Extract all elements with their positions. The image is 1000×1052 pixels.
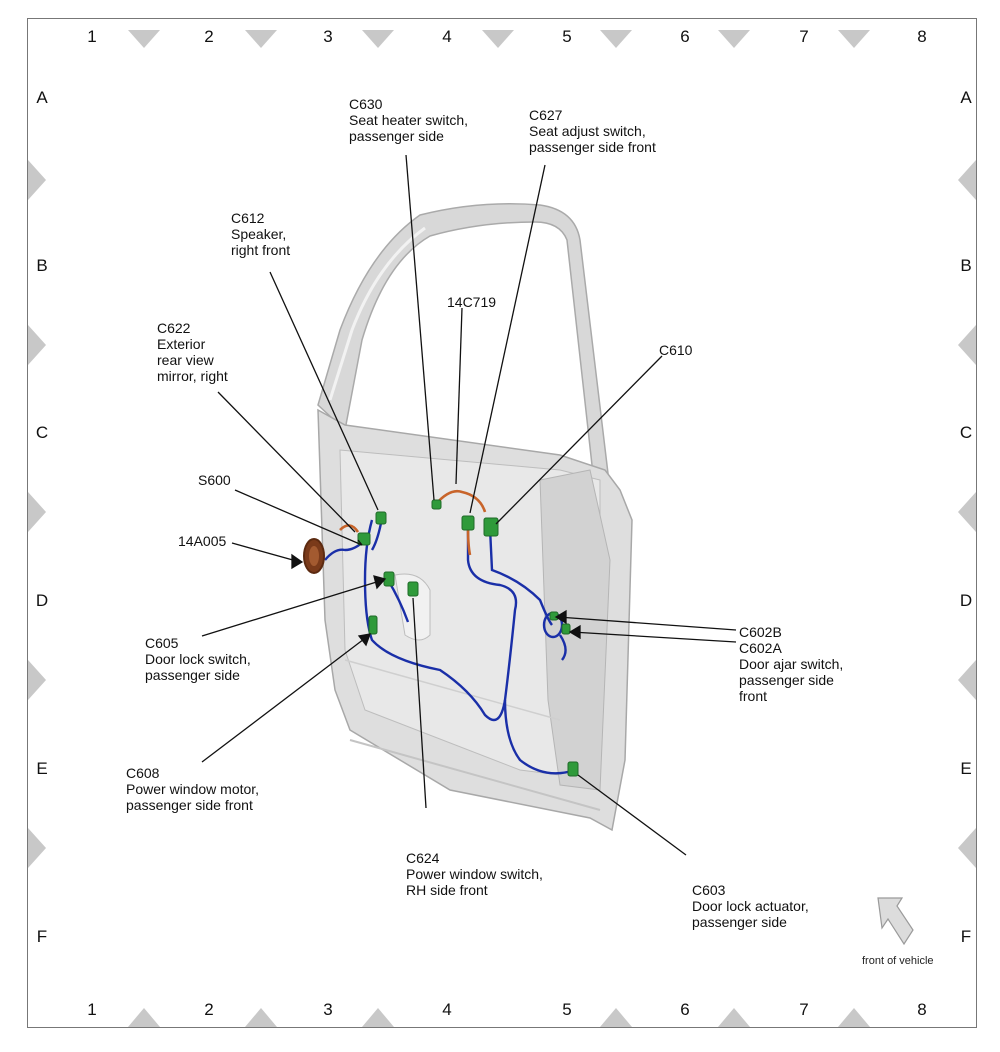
label-c605: C605 Door lock switch, passenger side (145, 635, 251, 683)
grid-col-3-bottom: 3 (323, 1000, 333, 1019)
label-14a005: 14A005 (178, 533, 226, 549)
grid-col-1-bottom: 1 (87, 1000, 97, 1019)
grid-col-6-bottom: 6 (680, 1000, 690, 1019)
label-c608-line2: passenger side front (126, 797, 253, 813)
label-c624-line2: RH side front (406, 882, 488, 898)
label-s600: S600 (198, 472, 231, 488)
label-c627-id: C627 (529, 107, 563, 123)
label-c622-id: C622 (157, 320, 191, 336)
leader-lines (201, 154, 737, 856)
label-c612: C612 Speaker, right front (231, 210, 290, 258)
coil-14a005 (303, 538, 325, 574)
grid-row-a-right: A (960, 88, 972, 107)
label-c608-line1: Power window motor, (126, 781, 260, 797)
grid-markers (28, 30, 976, 1027)
label-s600-id: S600 (198, 472, 231, 488)
label-14a005-id: 14A005 (178, 533, 227, 549)
label-c605-id: C605 (145, 635, 179, 651)
label-c602a-line1: Door ajar switch, (739, 656, 844, 672)
grid-row-b-right: B (960, 256, 972, 275)
label-c622-line2: rear view (157, 352, 214, 368)
label-c603-line2: passenger side (692, 914, 787, 930)
grid-row-e-right: E (960, 759, 972, 778)
label-c608: C608 Power window motor, passenger side … (126, 765, 259, 813)
label-c602a-line3: front (739, 688, 768, 704)
grid-row-f-right: F (960, 927, 972, 946)
label-14c719: 14C719 (447, 294, 496, 310)
label-c624-id: C624 (406, 850, 440, 866)
label-c612-line1: Speaker, (231, 226, 287, 242)
label-14c719-id: 14C719 (447, 294, 497, 310)
label-c612-line2: right front (231, 242, 291, 258)
label-c602b-id: C602B (739, 624, 782, 640)
label-c627: C627 Seat adjust switch, passenger side … (529, 107, 656, 155)
label-c605-line2: passenger side (145, 667, 240, 683)
grid-row-d-right: D (959, 591, 973, 610)
label-c603: C603 Door lock actuator, passenger side (692, 882, 809, 930)
grid-col-6-top: 6 (680, 27, 690, 46)
label-c622: C622 Exterior rear view mirror, right (157, 320, 228, 384)
label-c630-line2: passenger side (349, 128, 444, 144)
diagram-frame (27, 18, 977, 1028)
connectors (357, 499, 579, 777)
grid-col-2-bottom: 2 (204, 1000, 214, 1019)
label-c622-line1: Exterior (157, 336, 206, 352)
grid-col-5-bottom: 5 (562, 1000, 572, 1019)
grid-row-e-left: E (36, 759, 48, 778)
label-c630-id: C630 (349, 96, 383, 112)
grid-row-c-right: C (959, 423, 973, 442)
grid-col-4-bottom: 4 (442, 1000, 452, 1019)
label-c630: C630 Seat heater switch, passenger side (349, 96, 468, 144)
grid-col-8-top: 8 (917, 27, 927, 46)
grid-col-7-bottom: 7 (799, 1000, 809, 1019)
label-c603-id: C603 (692, 882, 726, 898)
label-c612-id: C612 (231, 210, 265, 226)
grid-row-d-left: D (35, 591, 49, 610)
grid-row-a-left: A (36, 88, 48, 107)
grid-col-7-top: 7 (799, 27, 809, 46)
grid-col-4-top: 4 (442, 27, 452, 46)
label-c622-line3: mirror, right (157, 368, 228, 384)
grid-row-f-left: F (36, 927, 48, 946)
label-c624: C624 Power window switch, RH side front (406, 850, 543, 898)
grid-col-1-top: 1 (87, 27, 97, 46)
label-c610-id: C610 (659, 342, 693, 358)
label-c610: C610 (659, 342, 692, 358)
label-c630-line1: Seat heater switch, (349, 112, 469, 128)
label-c602a-id: C602A (739, 640, 782, 656)
label-c602a-line2: passenger side (739, 672, 834, 688)
label-c627-line2: passenger side front (529, 139, 656, 155)
grid-col-3-top: 3 (323, 27, 333, 46)
grid-row-b-left: B (36, 256, 48, 275)
grid-col-8-bottom: 8 (917, 1000, 927, 1019)
door-body (317, 203, 633, 832)
label-c608-id: C608 (126, 765, 160, 781)
grid-col-2-top: 2 (204, 27, 214, 46)
label-c624-line1: Power window switch, (406, 866, 543, 882)
label-c602a: C602A Door ajar switch, passenger side f… (739, 640, 843, 704)
label-c603-line1: Door lock actuator, (692, 898, 809, 914)
front-of-vehicle-arrow (877, 897, 914, 946)
grid-row-c-left: C (35, 423, 49, 442)
grid-col-5-top: 5 (562, 27, 572, 46)
label-c627-line1: Seat adjust switch, (529, 123, 646, 139)
label-c605-line1: Door lock switch, (145, 651, 251, 667)
label-c602b: C602B (739, 624, 782, 640)
front-of-vehicle-label: front of vehicle (862, 955, 934, 967)
